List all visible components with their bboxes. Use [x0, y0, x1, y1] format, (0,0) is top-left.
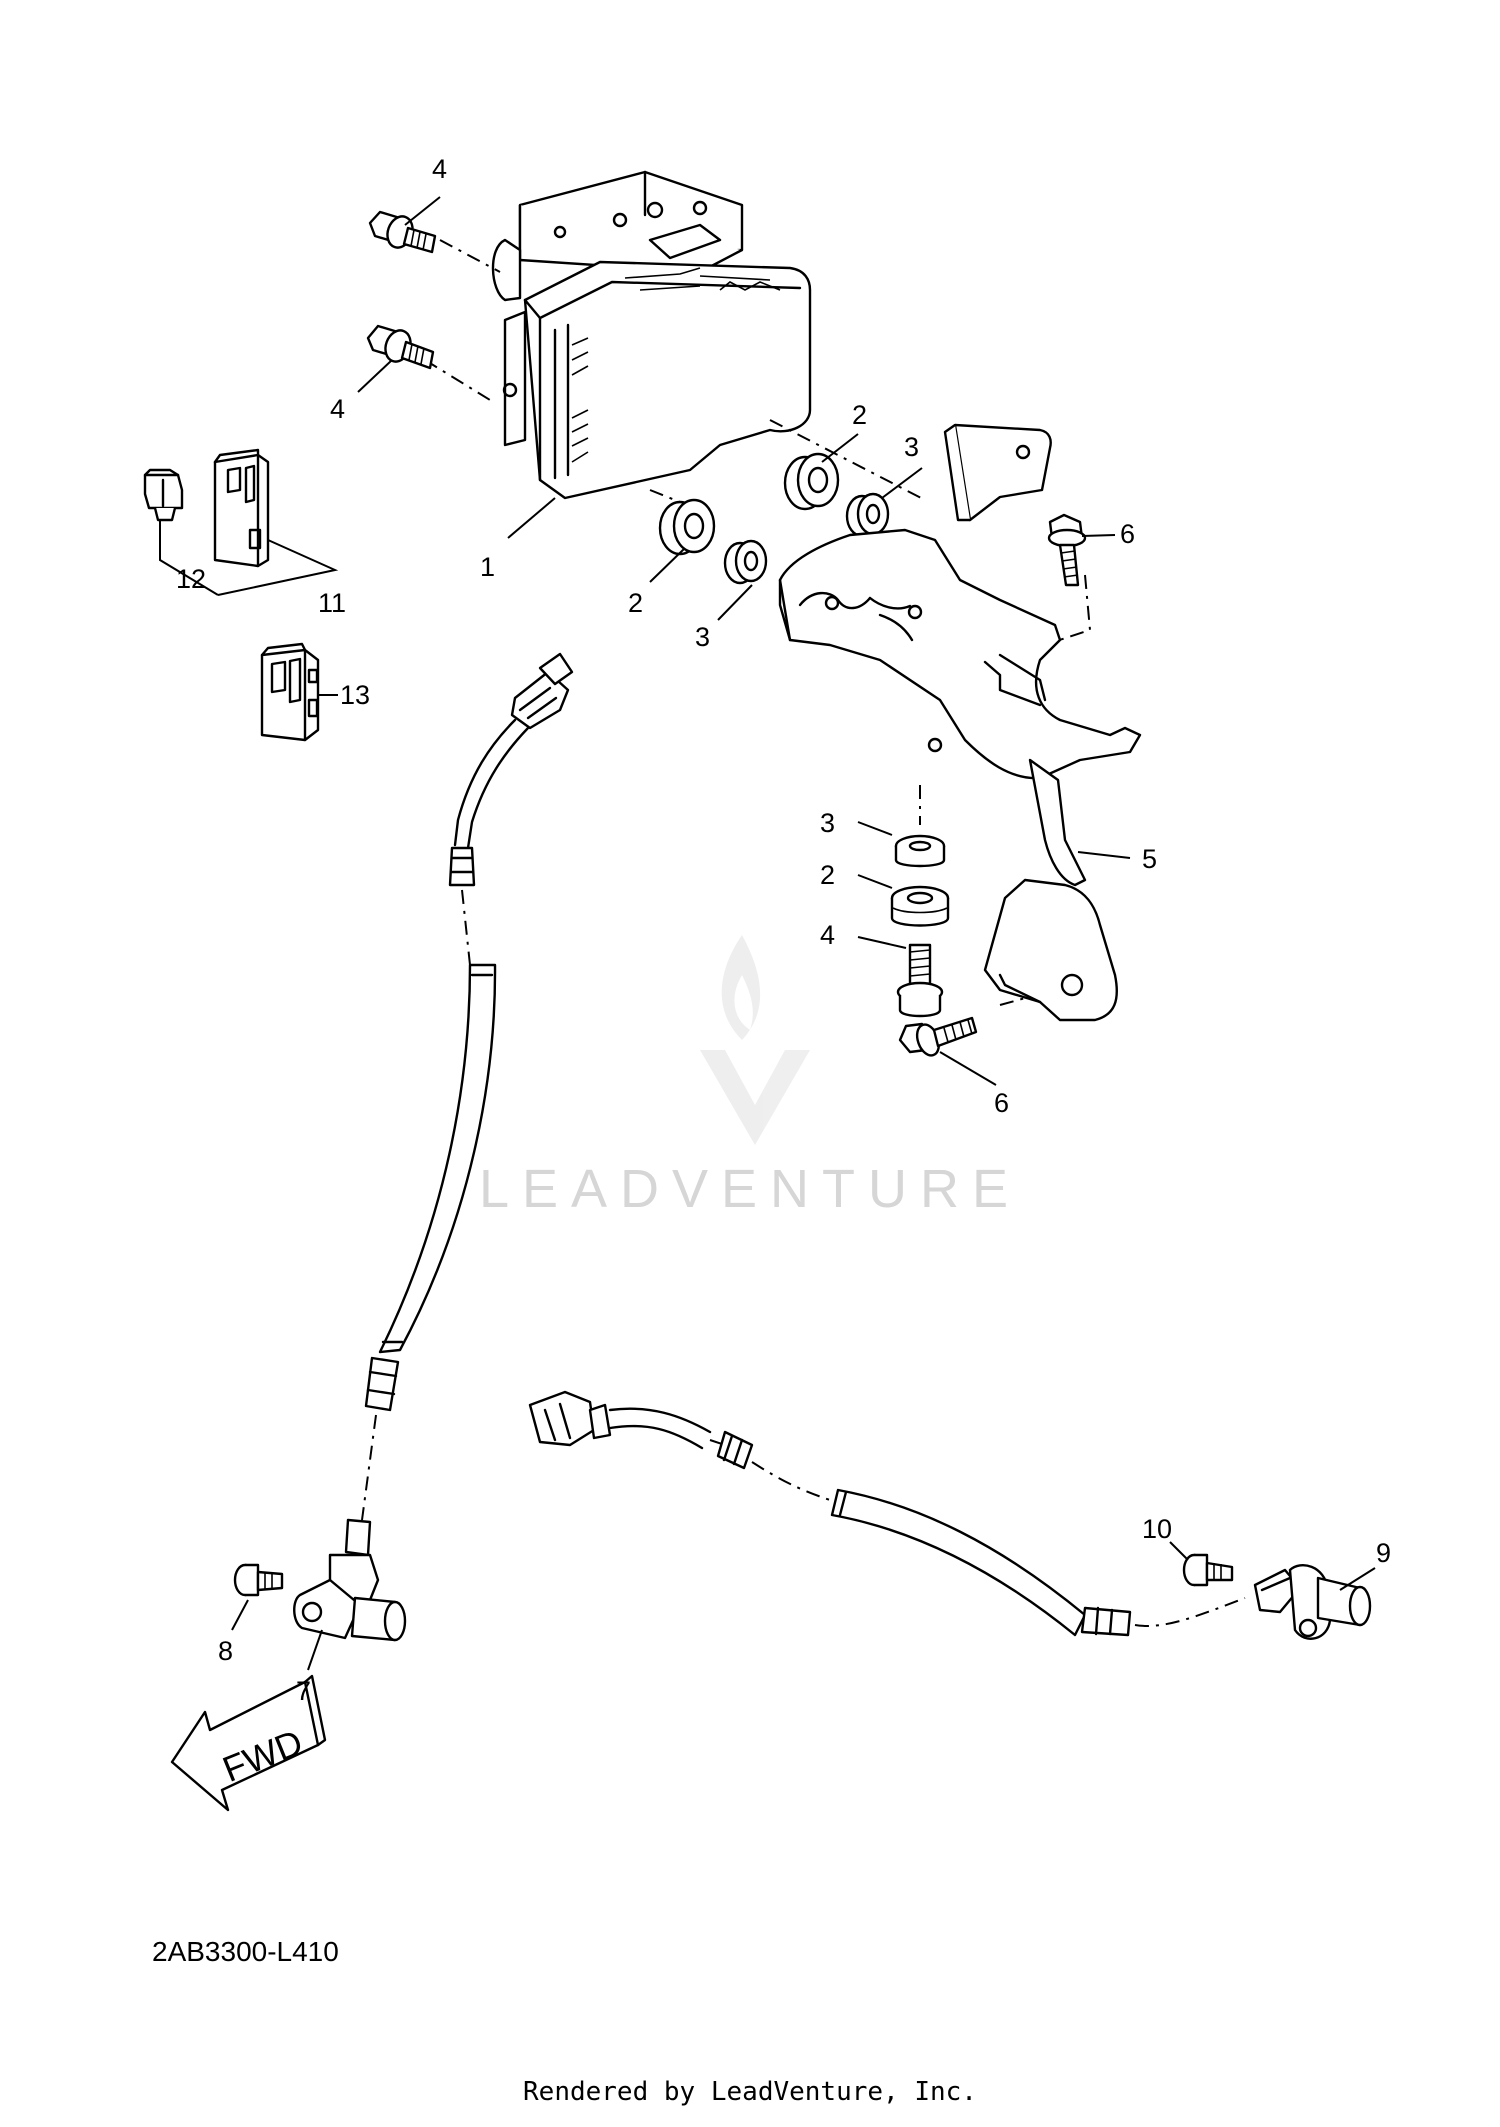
callout-1[interactable]: 1 [480, 552, 495, 582]
bolt-6-upper[interactable] [1047, 513, 1087, 587]
bolt-4-upper[interactable] [368, 210, 437, 254]
callout-4-top[interactable]: 4 [432, 154, 447, 184]
rear-sensor-lead[interactable] [528, 1390, 1246, 1637]
callout-6-lower[interactable]: 6 [994, 1088, 1009, 1118]
bolt-10[interactable] [1182, 1553, 1234, 1587]
leader-4-lower [857, 936, 907, 949]
damper-2-lower[interactable] [890, 885, 950, 927]
leader-2-right [821, 433, 859, 463]
leader-8 [231, 1599, 249, 1631]
damper-2-left[interactable] [658, 498, 716, 556]
leader-7 [307, 1629, 323, 1671]
watermark-logo [700, 935, 810, 1145]
axis-bolt-upper [439, 239, 501, 273]
leader-6-upper [1081, 534, 1116, 537]
callout-11[interactable]: 11 [318, 588, 346, 618]
leader-4-top [404, 196, 441, 226]
leader-1 [507, 497, 556, 539]
leader-4-mid [357, 359, 393, 393]
leader-2-left [649, 547, 686, 583]
leader-3-right [881, 467, 923, 499]
leader-5 [1077, 851, 1131, 859]
fuse-12[interactable] [143, 468, 184, 522]
callout-13[interactable]: 13 [340, 680, 370, 710]
bracket[interactable] [778, 423, 1142, 1022]
leader-11 [217, 539, 339, 596]
callout-3-lower[interactable]: 3 [820, 808, 835, 838]
collar-3-lower[interactable] [894, 834, 946, 868]
front-wheel-sensor[interactable] [293, 1518, 407, 1642]
callout-8[interactable]: 8 [218, 1636, 233, 1666]
callout-6-upper[interactable]: 6 [1120, 519, 1135, 549]
fuse-13[interactable] [260, 642, 320, 742]
callout-4-mid[interactable]: 4 [330, 394, 345, 424]
render-credit: Rendered by LeadVenture, Inc. [523, 2077, 977, 2107]
diagram-code: 2AB3300-L410 [152, 1936, 339, 1967]
axis-damper-1 [649, 489, 706, 513]
callout-5[interactable]: 5 [1142, 844, 1157, 874]
collar-3-left[interactable] [723, 539, 768, 585]
callout-2-left[interactable]: 2 [628, 588, 643, 618]
callout-2-lower[interactable]: 2 [820, 860, 835, 890]
watermark-text: LEADVENTURE [478, 1159, 1022, 1219]
damper-2-right[interactable] [783, 452, 840, 511]
callout-4-lower[interactable]: 4 [820, 920, 835, 950]
callout-3-right[interactable]: 3 [904, 432, 919, 462]
callout-7[interactable]: 7 [296, 1676, 311, 1706]
leader-12 [159, 520, 219, 596]
axis-damper-2 [769, 419, 926, 501]
fuse-11[interactable] [213, 448, 270, 568]
leader-3-left [717, 584, 753, 621]
leader-9 [1339, 1567, 1376, 1591]
bolt-8[interactable] [233, 1563, 284, 1597]
collar-3-right[interactable] [845, 492, 890, 538]
bolt-4-lower[interactable] [896, 943, 944, 1018]
rear-wheel-sensor[interactable] [1253, 1563, 1372, 1640]
callout-2-right[interactable]: 2 [852, 400, 867, 430]
bolt-6-lower[interactable] [898, 1016, 978, 1058]
hydraulic-unit[interactable] [491, 170, 812, 500]
front-sensor-lead[interactable] [361, 652, 574, 1521]
callout-10[interactable]: 10 [1142, 1514, 1172, 1544]
callout-12[interactable]: 12 [176, 564, 206, 594]
leader-3-lower [857, 821, 893, 836]
callout-3-left[interactable]: 3 [695, 622, 710, 652]
axis-bolt-lower [424, 359, 491, 401]
leader-10 [1169, 1541, 1189, 1561]
bolt-4-middle[interactable] [366, 324, 435, 370]
callout-9[interactable]: 9 [1376, 1538, 1391, 1568]
leader-2-lower [857, 874, 893, 889]
leader-6-lower [939, 1051, 997, 1086]
